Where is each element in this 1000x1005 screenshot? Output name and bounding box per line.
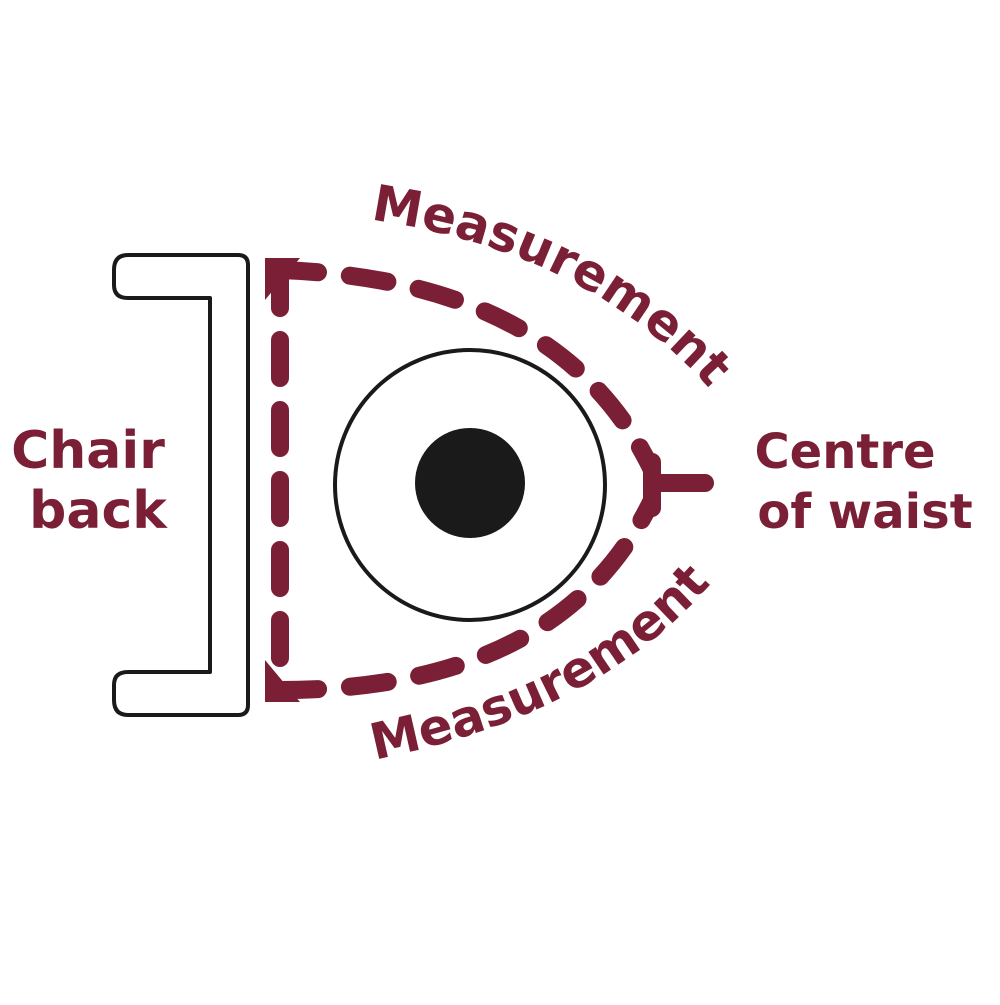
chair-back-shape	[112, 253, 250, 717]
waist-centre-dot	[415, 428, 525, 538]
measurement-dashed-path	[271, 261, 661, 699]
chair-back-label-line1: Chair	[11, 421, 165, 481]
chair-back-label-line2: back	[29, 481, 168, 541]
bottom-corner-cap	[265, 660, 300, 702]
top-corner-cap	[265, 258, 300, 300]
centre-waist-label-line2: of waist	[757, 484, 972, 540]
centre-waist-label-line1: Centre	[754, 424, 935, 480]
